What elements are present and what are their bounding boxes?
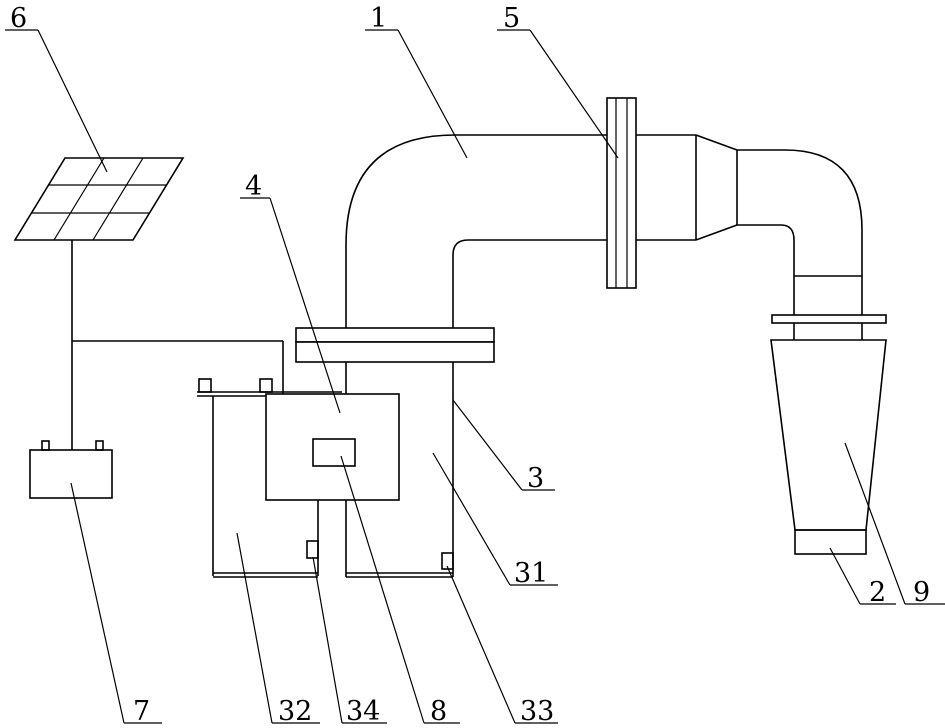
reference-numerals: 1 5 6 4 3 31 9 2 7 32 34 8 33 <box>10 3 930 727</box>
label-5: 5 <box>503 3 520 34</box>
label-1: 1 <box>370 3 387 34</box>
wiring <box>71 240 284 453</box>
controller <box>265 393 400 501</box>
label-34: 34 <box>346 696 380 727</box>
leader-lines <box>5 29 945 724</box>
label-8: 8 <box>430 696 447 727</box>
label-9: 9 <box>913 577 930 608</box>
tank-flange <box>295 327 495 363</box>
label-7: 7 <box>133 696 150 727</box>
elbow-pipe <box>345 134 607 328</box>
label-6: 6 <box>10 3 27 34</box>
label-32: 32 <box>278 696 312 727</box>
sensor-33-box <box>441 552 454 570</box>
flange-5 <box>606 97 637 289</box>
battery <box>29 440 113 499</box>
main-tank <box>345 362 454 578</box>
cyclone <box>770 339 887 555</box>
reducer-pipe <box>636 134 738 241</box>
sensor-34-box <box>306 540 319 559</box>
label-33: 33 <box>520 696 554 727</box>
label-3: 3 <box>527 463 544 494</box>
right-elbow <box>737 149 887 340</box>
display-8-box <box>312 438 356 467</box>
label-4: 4 <box>245 171 262 202</box>
solar-panel <box>13 157 185 241</box>
label-31: 31 <box>514 558 548 589</box>
filter-2-box <box>794 529 867 555</box>
label-2: 2 <box>869 577 886 608</box>
left-chamber <box>197 378 342 578</box>
